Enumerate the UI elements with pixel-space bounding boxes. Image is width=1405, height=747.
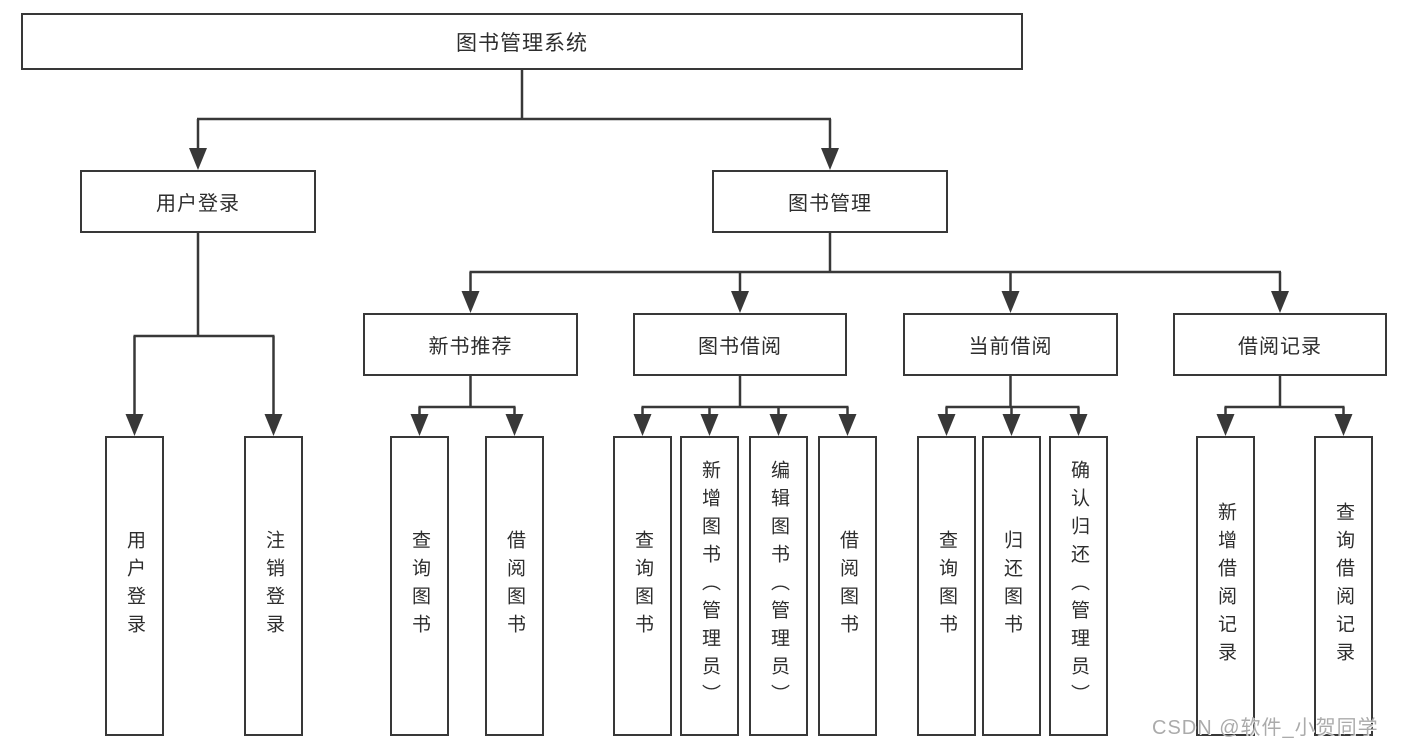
arrowhead-icon	[1069, 414, 1088, 436]
arrowhead-icon	[410, 414, 429, 436]
arrowhead-icon	[1001, 291, 1020, 313]
leaf-user-login: 用户登录	[105, 436, 164, 736]
leaf-query-borrow-record-label: 查询借阅记录	[1333, 502, 1354, 670]
node-book-management-label: 图书管理	[788, 193, 872, 215]
leaf-query-books-borrowing: 查询图书	[613, 436, 672, 736]
arrowhead-icon	[264, 414, 283, 436]
leaf-borrow-books: 借阅图书	[818, 436, 877, 736]
leaf-confirm-return-admin: 确认归还（管理员）	[1049, 436, 1108, 736]
arrowhead-icon	[1002, 414, 1021, 436]
leaf-add-borrow-record: 新增借阅记录	[1196, 436, 1255, 736]
arrowhead-icon	[1334, 414, 1353, 436]
node-new-book-recommend: 新书推荐	[363, 313, 578, 376]
leaf-return-books-label: 归还图书	[1001, 530, 1022, 642]
leaf-edit-book-admin-label: 编辑图书（管理员）	[768, 460, 789, 712]
node-borrowing-records-label: 借阅记录	[1238, 336, 1322, 358]
leaf-user-login-label: 用户登录	[124, 530, 145, 642]
leaf-query-books-current-label: 查询图书	[936, 530, 957, 642]
arrowhead-icon	[731, 291, 749, 313]
node-system-root: 图书管理系统	[21, 13, 1023, 70]
arrowhead-icon	[189, 148, 207, 170]
arrowhead-icon	[505, 414, 524, 436]
leaf-query-books-current: 查询图书	[917, 436, 976, 736]
arrowhead-icon	[821, 148, 839, 170]
arrowhead-icon	[1216, 414, 1235, 436]
leaf-borrow-books-recommend-label: 借阅图书	[504, 530, 525, 642]
leaf-edit-book-admin: 编辑图书（管理员）	[749, 436, 808, 736]
node-new-book-recommend-label: 新书推荐	[428, 336, 513, 358]
arrowhead-icon	[461, 291, 480, 313]
node-current-borrowing: 当前借阅	[903, 313, 1118, 376]
arrowhead-icon	[633, 414, 652, 436]
leaf-return-books: 归还图书	[982, 436, 1041, 736]
arrowhead-icon	[700, 414, 719, 436]
node-user-login-label: 用户登录	[156, 193, 240, 215]
arrowhead-icon	[125, 414, 144, 436]
node-user-login: 用户登录	[80, 170, 316, 233]
leaf-query-books-borrowing-label: 查询图书	[632, 530, 653, 642]
leaf-borrow-books-recommend: 借阅图书	[485, 436, 544, 736]
leaf-add-borrow-record-label: 新增借阅记录	[1215, 502, 1236, 670]
node-book-borrowing-label: 图书借阅	[698, 336, 782, 358]
arrowhead-icon	[937, 414, 956, 436]
leaf-logout-label: 注销登录	[263, 530, 284, 642]
leaf-add-book-admin-label: 新增图书（管理员）	[699, 460, 720, 712]
csdn-watermark: CSDN @软件_小贺同学	[1152, 717, 1379, 739]
leaf-query-books-recommend: 查询图书	[390, 436, 449, 736]
arrowhead-icon	[838, 414, 857, 436]
node-book-management: 图书管理	[712, 170, 948, 233]
arrowhead-icon	[1271, 291, 1289, 313]
leaf-add-book-admin: 新增图书（管理员）	[680, 436, 739, 736]
leaf-borrow-books-label: 借阅图书	[837, 530, 858, 642]
arrowhead-icon	[769, 414, 788, 436]
leaf-confirm-return-admin-label: 确认归还（管理员）	[1068, 460, 1089, 712]
leaf-logout: 注销登录	[244, 436, 303, 736]
leaf-query-books-recommend-label: 查询图书	[409, 530, 430, 642]
node-book-borrowing: 图书借阅	[633, 313, 847, 376]
leaf-query-borrow-record: 查询借阅记录	[1314, 436, 1373, 736]
node-borrowing-records: 借阅记录	[1173, 313, 1387, 376]
node-system-root-label: 图书管理系统	[456, 31, 588, 55]
node-current-borrowing-label: 当前借阅	[968, 336, 1053, 358]
